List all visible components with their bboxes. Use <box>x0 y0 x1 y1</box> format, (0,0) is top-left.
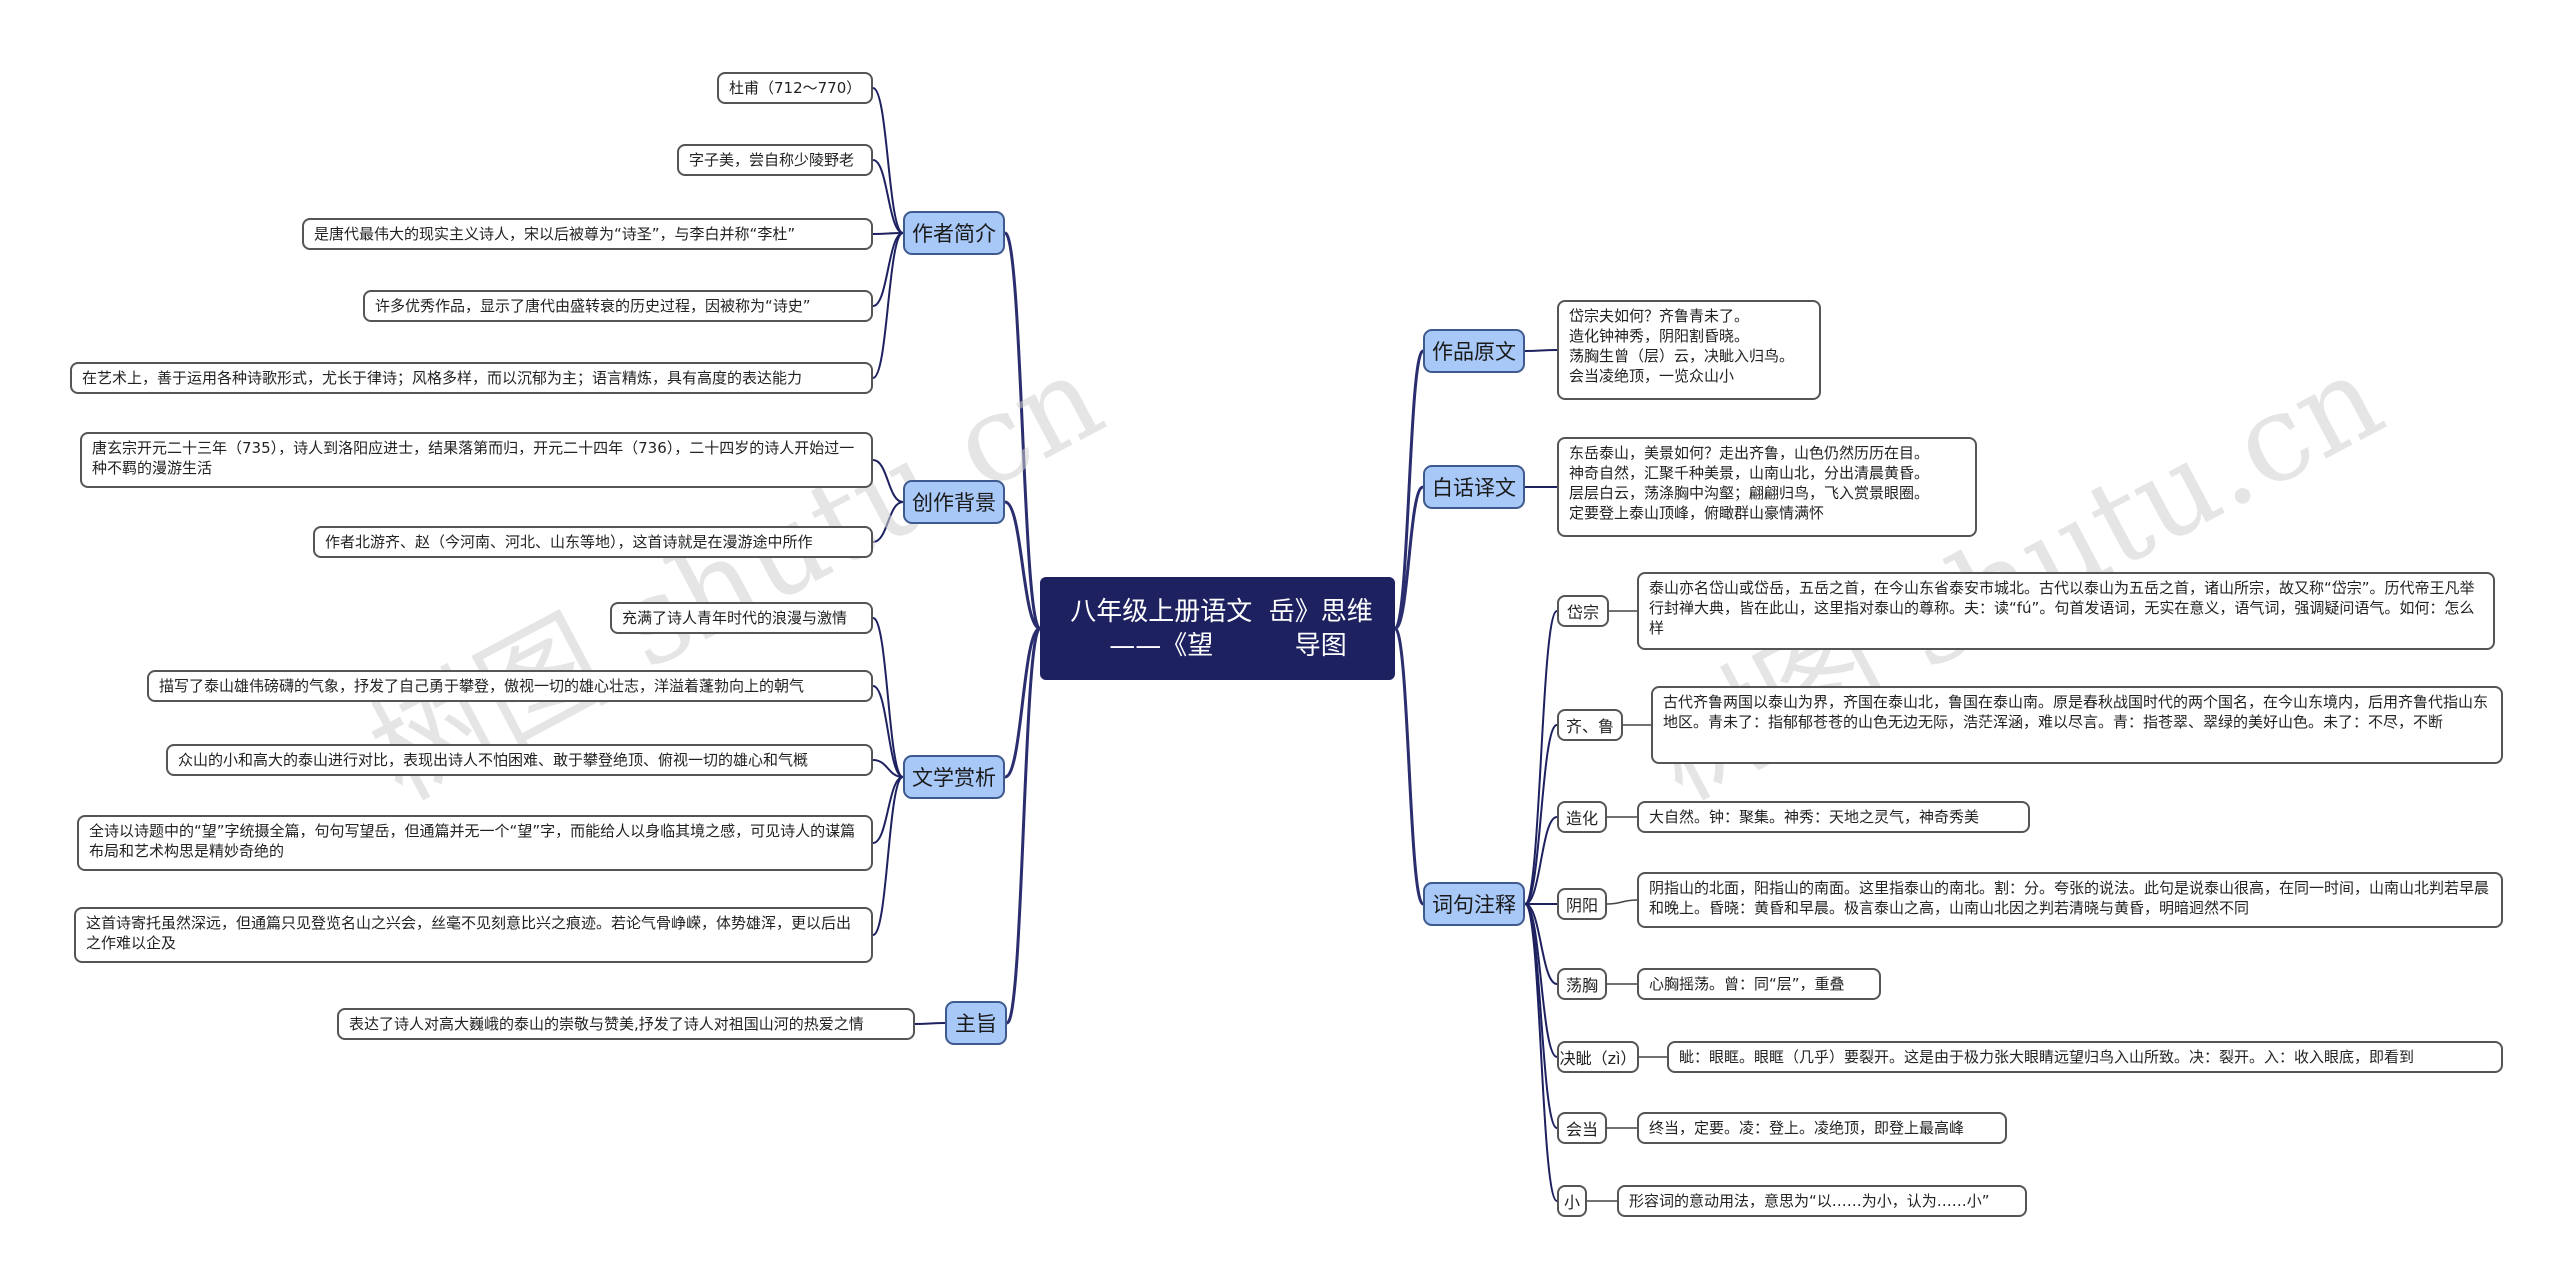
connector-line <box>914 1022 946 1025</box>
term-explanation[interactable]: 眦：眼眶。眼眶（几乎）要裂开。这是由于极力张大眼睛远望归鸟入山所致。决：裂开。入… <box>1667 1041 2503 1073</box>
term-explanation[interactable]: 心胸摇荡。曾：同“层”，重叠 <box>1637 968 1881 1000</box>
connector-line <box>872 501 904 543</box>
term-explanation[interactable]: 泰山亦名岱山或岱岳，五岳之首，在今山东省泰安市城北。古代以泰山为五岳之首，诸山所… <box>1637 572 2495 650</box>
term-juezi[interactable]: 决眦（zì） <box>1557 1041 1639 1073</box>
connector-line <box>1524 816 1558 905</box>
appreciation-item[interactable]: 这首诗寄托虽然深远，但通篇只见登览名山之兴会，丝毫不见刻意比兴之痕迹。若论气骨峥… <box>74 907 873 963</box>
term-explanation[interactable]: 阴指山的北面，阳指山的南面。这里指泰山的南北。割：分。夸张的说法。此句是说泰山很… <box>1637 872 2503 928</box>
term-explanation[interactable]: 大自然。钟：聚集。神秀：天地之灵气，神奇秀美 <box>1637 801 2030 833</box>
term-zaohua[interactable]: 造化 <box>1557 801 1607 833</box>
connector-line <box>1003 231 1042 630</box>
appreciation-item[interactable]: 充满了诗人青年时代的浪漫与激情 <box>610 602 873 634</box>
connector-line <box>872 159 904 234</box>
background-item[interactable]: 唐玄宗开元二十三年（735），诗人到洛阳应进士，结果落第而归，开元二十四年（73… <box>80 432 873 488</box>
connector-line <box>872 685 904 778</box>
term-xiao[interactable]: 小 <box>1557 1185 1587 1217</box>
connector-line <box>1524 903 1558 1129</box>
central-topic-line2: 岳》思维导图 <box>1268 596 1373 661</box>
branch-theme[interactable]: 主旨 <box>945 1001 1007 1045</box>
translation-content[interactable]: 东岳泰山，美景如何？走出齐鲁，山色仍然历历在目。 神奇自然，汇聚千种美景，山南山… <box>1557 437 1977 537</box>
author-item[interactable]: 字子美，尝自称少陵野老 <box>677 144 873 176</box>
connector-line <box>872 232 904 379</box>
connector-line <box>872 232 904 307</box>
connector-line <box>1524 903 1558 985</box>
connector-line <box>1524 724 1558 905</box>
branch-translation[interactable]: 白话译文 <box>1423 465 1525 509</box>
connector-line <box>1524 349 1558 352</box>
author-item[interactable]: 许多优秀作品，显示了唐代由盛转衰的历史过程，因被称为“诗史” <box>363 290 873 322</box>
connector-line <box>872 459 904 503</box>
author-item[interactable]: 在艺术上，善于运用各种诗歌形式，尤长于律诗；风格多样，而以沉郁为主；语言精炼，具… <box>70 362 873 394</box>
connector-line <box>1524 610 1558 905</box>
connector-line <box>872 759 904 778</box>
connector-line <box>1394 485 1424 630</box>
author-item[interactable]: 是唐代最伟大的现实主义诗人，宋以后被尊为“诗圣”，与李白并称“李杜” <box>302 218 873 250</box>
connector-line <box>1606 899 1638 905</box>
original-text-content[interactable]: 岱宗夫如何？齐鲁青未了。 造化钟神秀，阴阳割昏晓。 荡胸生曾（层）云，决眦入归鸟… <box>1557 300 1821 400</box>
branch-appreciation[interactable]: 文学赏析 <box>903 755 1005 799</box>
connector-line <box>872 776 904 936</box>
term-huidang[interactable]: 会当 <box>1557 1112 1607 1144</box>
branch-author-intro[interactable]: 作者简介 <box>903 211 1005 255</box>
term-qilu[interactable]: 齐、鲁 <box>1557 709 1623 741</box>
branch-annotations[interactable]: 词句注释 <box>1423 882 1525 926</box>
term-explanation[interactable]: 古代齐鲁两国以泰山为界，齐国在泰山北，鲁国在泰山南。原是春秋战国时代的两个国名，… <box>1651 686 2503 764</box>
connector-line <box>872 87 904 234</box>
branch-background[interactable]: 创作背景 <box>903 480 1005 524</box>
connector-line <box>1393 349 1425 630</box>
connector-line <box>1005 627 1042 1025</box>
term-explanation[interactable]: 形容词的意动用法，意思为“以……为小，认为……小” <box>1617 1185 2027 1217</box>
theme-item[interactable]: 表达了诗人对高大巍峨的泰山的崇敬与赞美,抒发了诗人对祖国山河的热爱之情 <box>337 1008 915 1040</box>
background-item[interactable]: 作者北游齐、赵（今河南、河北、山东等地），这首诗就是在漫游途中所作 <box>313 526 873 558</box>
branch-original-text[interactable]: 作品原文 <box>1423 329 1525 373</box>
connector-line <box>872 232 904 235</box>
term-dangxiong[interactable]: 荡胸 <box>1557 968 1607 1000</box>
term-explanation[interactable]: 终当，定要。凌：登上。凌绝顶，即登上最高峰 <box>1637 1112 2007 1144</box>
connector-line <box>1524 903 1558 1202</box>
connector-line <box>872 617 904 778</box>
connector-line <box>1004 500 1041 630</box>
connector-line <box>1393 627 1425 906</box>
appreciation-item[interactable]: 众山的小和高大的泰山进行对比，表现出诗人不怕困难、敢于攀登绝顶、俯视一切的雄心和… <box>166 744 873 776</box>
term-daizong[interactable]: 岱宗 <box>1557 595 1609 627</box>
term-yinyang[interactable]: 阴阳 <box>1557 888 1607 920</box>
appreciation-item[interactable]: 全诗以诗题中的“望”字统摄全篇，句句写望岳，但通篇并无一个“望”字，而能给人以身… <box>77 815 873 871</box>
author-item[interactable]: 杜甫（712～770） <box>717 72 873 104</box>
central-topic[interactable]: 八年级上册语文——《望 岳》思维导图 <box>1040 577 1395 680</box>
connector-line <box>1004 627 1041 779</box>
connector-line <box>872 776 904 844</box>
appreciation-item[interactable]: 描写了泰山雄伟磅礴的气象，抒发了自己勇于攀登，傲视一切的雄心壮志，洋溢着蓬勃向上… <box>147 670 873 702</box>
central-topic-line1: 八年级上册语文——《望 <box>1070 596 1253 661</box>
